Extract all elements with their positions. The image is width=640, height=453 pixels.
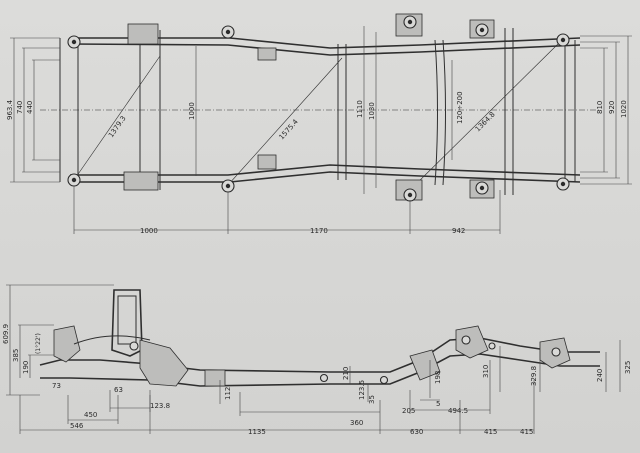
dim-misc: 123.5 [358,380,366,400]
dim-misc: 73 [52,382,61,390]
dim-width-left-1: 963.4 [6,99,14,120]
small-bracket [257,154,277,170]
dim-diagonal-3: 1364.8 [474,110,497,133]
bottom-rail-inner [70,164,581,176]
dim-lower-3: 360 [350,419,363,427]
dim-width-right-3: 1020 [620,100,628,118]
shackle-bracket [409,349,441,381]
crossmember-3b [442,39,446,186]
dim-misc: 325 [624,361,632,374]
dim-lower-2: 123.8 [150,402,170,410]
dim-bottom-4: 415 [520,428,533,436]
mid-tube [204,369,226,387]
bottom-rail [70,171,581,183]
dim-misc: 210 [342,367,350,380]
dim-misc: 63 [114,386,123,394]
dim-length-2: 1170 [310,227,328,235]
dim-height-1: 609.9 [2,324,10,344]
dim-misc: 310 [482,365,490,378]
dim-length-1: 1000 [140,227,158,235]
dim-width-mid-2: 1030 [368,102,376,120]
plan-dimensions: 1000 1170 942 963.4 740 440 810 920 1020… [6,91,628,235]
dim-diagonal-2: 1575.4 [278,117,301,141]
dim-width-right-1: 810 [596,101,604,114]
front-bracket-bottom [123,171,159,191]
top-rail-inner [69,43,581,56]
diagonal-2 [227,57,343,186]
dim-width-mid-3: 1000 [188,102,196,120]
dim-height-3: 190 [22,361,30,374]
dim-bottom-3: 415 [484,428,497,436]
angle-note: (1°22') [35,333,42,354]
dim-bottom-2: 630 [410,428,423,436]
rear-hanger-front [455,325,489,359]
dim-misc: 112 [224,387,232,400]
dim-diagonal-1: 1379.3 [107,114,128,139]
top-rail [70,37,581,49]
small-bracket-top [257,47,277,61]
dim-bottom-1: 1135 [248,428,266,436]
dim-bottom-0: 546 [70,422,84,430]
dim-lower-1: 450 [84,411,97,419]
crossmember-3 [434,39,438,186]
side-rail-top [39,337,600,373]
dim-width-mid-1: 1110 [356,100,364,118]
dim-misc: 198 [434,371,442,384]
dim-misc: 329.8 [530,366,538,386]
dim-width-left-3: 440 [26,101,34,114]
dim-lower-4: 205 [402,407,415,415]
dim-length-3: 942 [452,227,465,235]
dim-width-left-2: 740 [16,101,24,114]
side-dimensions: 546 1135 630 415 415 450 123.8 360 205 4… [2,324,632,436]
dim-height-2: 385 [12,349,20,362]
diagonal-3 [409,41,561,191]
dim-misc: 5 [436,400,440,408]
front-bracket-top [127,23,159,45]
diagonal-1 [73,55,161,181]
front-hanger [139,339,189,387]
plan-view [10,13,632,234]
side-view [6,284,621,434]
dim-width-right-2: 920 [608,101,616,114]
front-spring-bracket [53,325,81,363]
dim-misc: 240 [596,369,604,382]
side-rail-bottom [40,353,600,387]
dim-misc: 35 [368,395,376,404]
dim-rail-gap: 120÷200 [456,91,464,124]
dim-lower-5: 494.5 [448,407,468,415]
front-tower [111,289,143,357]
